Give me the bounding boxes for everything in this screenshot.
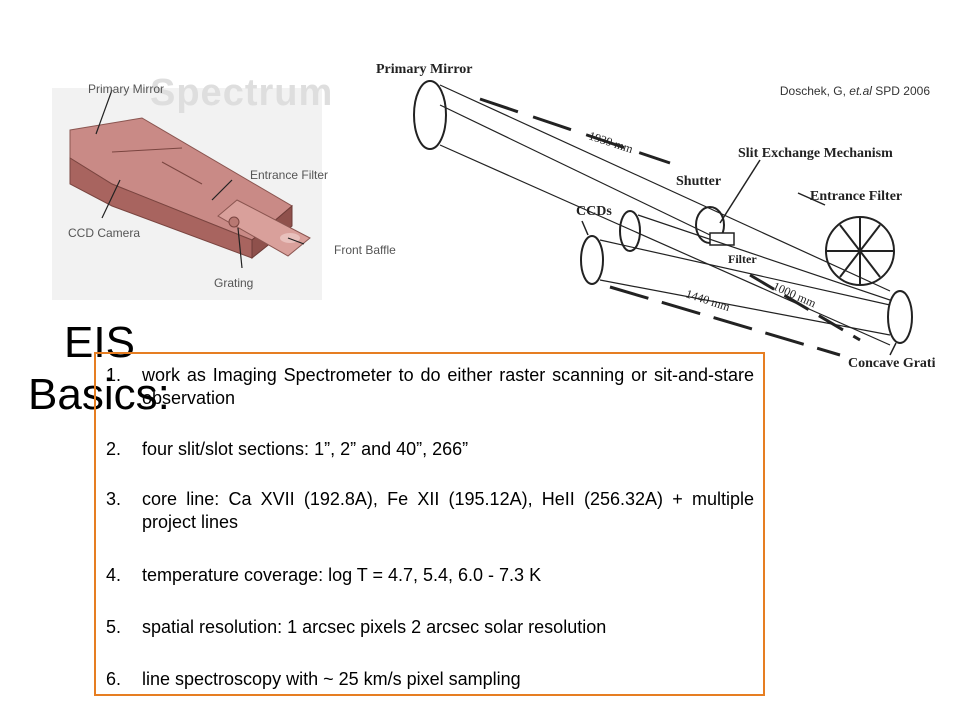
primary-mirror-shape: [413, 80, 447, 150]
citation: Doschek, G, et.al SPD 2006: [780, 84, 930, 98]
list-item-number: 3.: [106, 489, 122, 509]
list-item-number: 5.: [106, 617, 122, 637]
citation-etal: et.al: [849, 84, 872, 98]
optical-layout-diagram: Primary Mirror Slit Exchange Mechanism S…: [376, 62, 935, 371]
distance-1939: 1939 mm: [587, 129, 635, 157]
instrument-image: [52, 88, 322, 300]
diagram-label-ccds: CCDs: [576, 204, 612, 219]
list-item-text: temperature coverage: log T = 4.7, 5.4, …: [142, 565, 542, 585]
citation-venue: SPD 2006: [875, 84, 930, 98]
citation-author: Doschek, G,: [779, 84, 846, 98]
list-item: 2. four slit/slot sections: 1”, 2” and 4…: [106, 438, 754, 461]
list-item-text: core line: Ca XVII (192.8A), Fe XII (195…: [142, 489, 754, 532]
overlay-word: Spectrum: [150, 72, 334, 114]
basics-list-box: 1. work as Imaging Spectrometer to do ei…: [94, 352, 765, 696]
list-item: 1. work as Imaging Spectrometer to do ei…: [106, 364, 754, 410]
diagram-label-filter: Filter: [728, 252, 757, 266]
diagram-label-shutter: Shutter: [676, 174, 721, 189]
instrument-drawing: [69, 89, 311, 269]
list-item: 3. core line: Ca XVII (192.8A), Fe XII (…: [106, 488, 754, 534]
callout-primary-mirror: Primary Mirror: [88, 82, 164, 96]
diagram-label-entrance-filter: Entrance Filter: [810, 189, 902, 204]
list-item-text: four slit/slot sections: 1”, 2” and 40”,…: [142, 439, 469, 459]
list-item-number: 4.: [106, 565, 122, 585]
list-item-number: 1.: [106, 365, 122, 385]
grating-shape: [887, 290, 913, 344]
callout-entrance-filter: Entrance Filter: [250, 168, 329, 182]
list-item: 6. line spectroscopy with ~ 25 km/s pixe…: [106, 668, 754, 691]
diagram-label-primary-mirror: Primary Mirror: [376, 62, 473, 77]
diagram-label-concave-grating: Concave Grating: [848, 356, 935, 371]
list-item-number: 2.: [106, 439, 122, 459]
diagram-label-slit-exchange: Slit Exchange Mechanism: [738, 146, 893, 161]
list-item-number: 6.: [106, 669, 122, 689]
slide-title-line2: Basics:: [28, 370, 170, 419]
list-item: 4. temperature coverage: log T = 4.7, 5.…: [106, 564, 754, 587]
ccd1-shape: [580, 235, 604, 285]
ccd2-shape: [619, 210, 641, 252]
callout-ccd-camera: CCD Camera: [68, 226, 141, 240]
callout-front-baffle: Front Baffle: [334, 243, 396, 257]
callout-grating: Grating: [214, 276, 254, 290]
list-item-text: line spectroscopy with ~ 25 km/s pixel s…: [142, 669, 521, 689]
list-item-text: work as Imaging Spectrometer to do eithe…: [142, 365, 754, 408]
list-item: 5. spatial resolution: 1 arcsec pixels 2…: [106, 616, 754, 639]
list-item-text: spatial resolution: 1 arcsec pixels 2 ar…: [142, 617, 607, 637]
slide-title-line1: EIS: [64, 318, 135, 367]
